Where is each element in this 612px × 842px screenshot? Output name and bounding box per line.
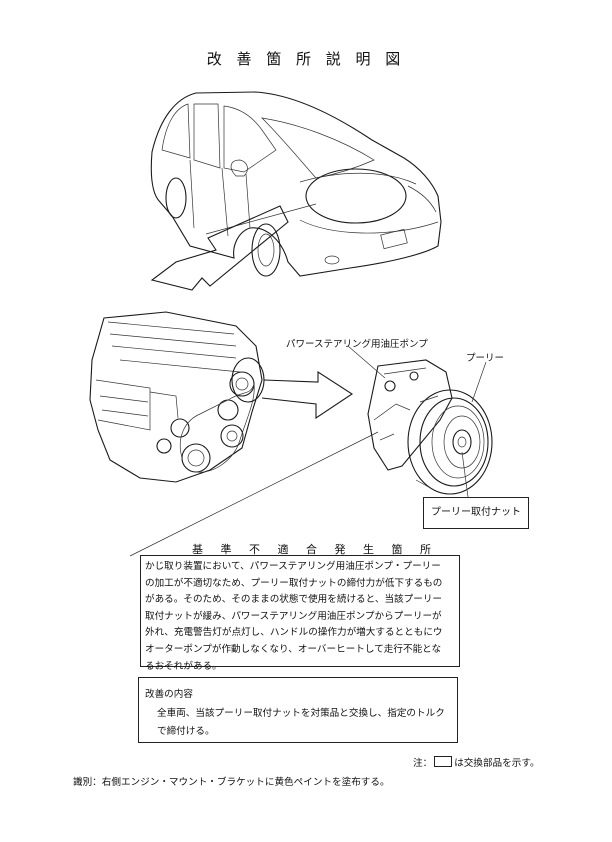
defect-line: るおそれがある。 bbox=[145, 660, 222, 672]
car-illustration bbox=[150, 91, 442, 277]
pump-illustration bbox=[367, 359, 493, 495]
improvement-heading: 改善の内容 bbox=[145, 689, 193, 700]
defect-heading: 基 準 不 適 合 発 生 箇 所 bbox=[192, 543, 438, 556]
defect-line: オーターポンプが作動しなくなり、オーバーヒートして走行不能とな bbox=[145, 643, 442, 655]
engine-illustration bbox=[89, 311, 263, 483]
note-suffix: は交換部品を示す。 bbox=[454, 758, 540, 769]
label-power-steering-pump: パワーステアリング用油圧ポンプ bbox=[286, 339, 428, 350]
arrow-engine-to-pump bbox=[261, 370, 354, 420]
defect-line: かじ取り装置において、パワーステアリング用油圧ポンプ・プーリー bbox=[145, 561, 441, 572]
note-prefix: 注： bbox=[413, 758, 433, 769]
defect-line: の加工が不適切なため、プーリー取付ナットの締付力が低下するもの bbox=[145, 577, 443, 589]
label-pulley-nut: プーリー取付ナット bbox=[423, 497, 529, 529]
legend-note: 注： は交換部品を示す。 bbox=[413, 755, 540, 769]
defect-line: がある。そのため、そのままの状態で使用を続けると、当該プーリー bbox=[145, 594, 443, 606]
defect-description: かじ取り装置において、パワーステアリング用油圧ポンプ・プーリー の加工が不適切な… bbox=[140, 555, 460, 672]
label-pulley: プーリー bbox=[466, 353, 505, 364]
leader-defect bbox=[129, 431, 379, 557]
identification-note: 識別：右側エンジン・マウント・ブラケットに黄色ペイントを塗布する。 bbox=[73, 777, 390, 788]
leader-nut bbox=[461, 451, 469, 498]
improvement-text: 全車両、当該プーリー取付ナットを対策品と交換し、指定のトルク で締付ける。 bbox=[157, 705, 449, 741]
leader-pulley bbox=[471, 361, 487, 403]
leader-pump bbox=[347, 345, 386, 379]
defect-line: 外れ、充電警告灯が点灯し、ハンドルの操作力が増大するとともにウ bbox=[145, 627, 443, 639]
defect-line: 取付ナットが緩み、パワーステアリング用油圧ポンプからプーリーが bbox=[145, 610, 442, 622]
improvement-line: 全車両、当該プーリー取付ナットを対策品と交換し、指定のトルク bbox=[157, 708, 445, 719]
replacement-part-swatch bbox=[434, 756, 453, 767]
improvement-box: 改善の内容 全車両、当該プーリー取付ナットを対策品と交換し、指定のトルク で締付… bbox=[138, 677, 458, 743]
page-title: 改 善 箇 所 説 明 図 bbox=[206, 50, 406, 68]
arrow-car-to-engine bbox=[150, 205, 289, 291]
improvement-line: で締付ける。 bbox=[157, 726, 215, 737]
